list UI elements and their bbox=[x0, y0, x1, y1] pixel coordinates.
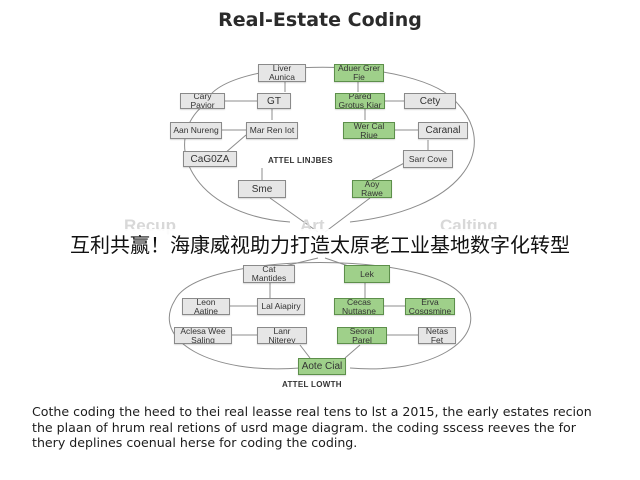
node-u-pared[interactable]: Pared Grotus Kiar bbox=[335, 93, 385, 109]
diagram-title: Real-Estate Coding bbox=[218, 9, 422, 31]
node-u-cety[interactable]: Cety bbox=[404, 93, 456, 109]
edge bbox=[324, 197, 371, 233]
edge bbox=[269, 197, 319, 233]
upper-cycle-arc bbox=[184, 103, 291, 223]
node-u-caranal[interactable]: Caranal bbox=[418, 122, 468, 139]
node-l-seoral[interactable]: Seoral Parel bbox=[337, 327, 387, 344]
upper-cycle-arc-right bbox=[349, 103, 475, 223]
group-label-upper: ATTEL LINJBES bbox=[268, 156, 333, 165]
group-label-lower: ATTEL LOWTH bbox=[282, 380, 342, 389]
node-l-aclesa[interactable]: Aclesa Wee Saling bbox=[174, 327, 232, 344]
caption-text: Cothe coding the heed to thei real leass… bbox=[32, 404, 592, 450]
node-u-sarr[interactable]: Sarr Cove bbox=[403, 150, 453, 168]
node-u-aby[interactable]: Aoy Rawe bbox=[352, 180, 392, 198]
node-u-top-right[interactable]: Aduer Grer Fie bbox=[334, 64, 384, 82]
node-l-cecas[interactable]: Cecas Nuttasne bbox=[334, 298, 384, 315]
node-l-bottom[interactable]: Aote Cial bbox=[298, 358, 346, 375]
node-l-cat[interactable]: Cat Mantides bbox=[243, 265, 295, 283]
node-l-lek[interactable]: Lek bbox=[344, 265, 390, 283]
node-u-sme[interactable]: Sme bbox=[238, 180, 286, 198]
edge bbox=[299, 344, 311, 359]
node-u-top-left[interactable]: Liver Aunica bbox=[258, 64, 306, 82]
node-u-wer[interactable]: Wer Cal Riue bbox=[343, 122, 395, 139]
node-l-netas[interactable]: Netas Fet bbox=[418, 327, 456, 344]
node-l-leon[interactable]: Leon Aatine bbox=[182, 298, 230, 315]
node-l-lal[interactable]: Lal Aiapiry bbox=[257, 298, 305, 315]
headline-banner: 互利共赢！海康威视助力打造太原老工业基地数字化转型 bbox=[0, 229, 640, 257]
node-u-cagoza[interactable]: CaG0ZA bbox=[183, 151, 237, 167]
edge bbox=[344, 344, 361, 359]
node-u-cary[interactable]: Cary Pavior bbox=[180, 93, 225, 109]
node-l-erva[interactable]: Erva Cosgsmine bbox=[405, 298, 455, 315]
lower-cycle-arc bbox=[168, 299, 301, 370]
node-u-aan[interactable]: Aan Nureng bbox=[170, 122, 222, 139]
upper-cycle-arc-top bbox=[204, 66, 459, 105]
node-u-gt[interactable]: GT bbox=[257, 93, 291, 109]
node-l-lanr[interactable]: Lanr Niterey bbox=[257, 327, 307, 344]
lower-cycle-arc-right bbox=[349, 299, 472, 370]
node-u-mar[interactable]: Mar Ren Iot bbox=[246, 122, 298, 139]
lower-cycle-arc-top bbox=[174, 262, 466, 301]
